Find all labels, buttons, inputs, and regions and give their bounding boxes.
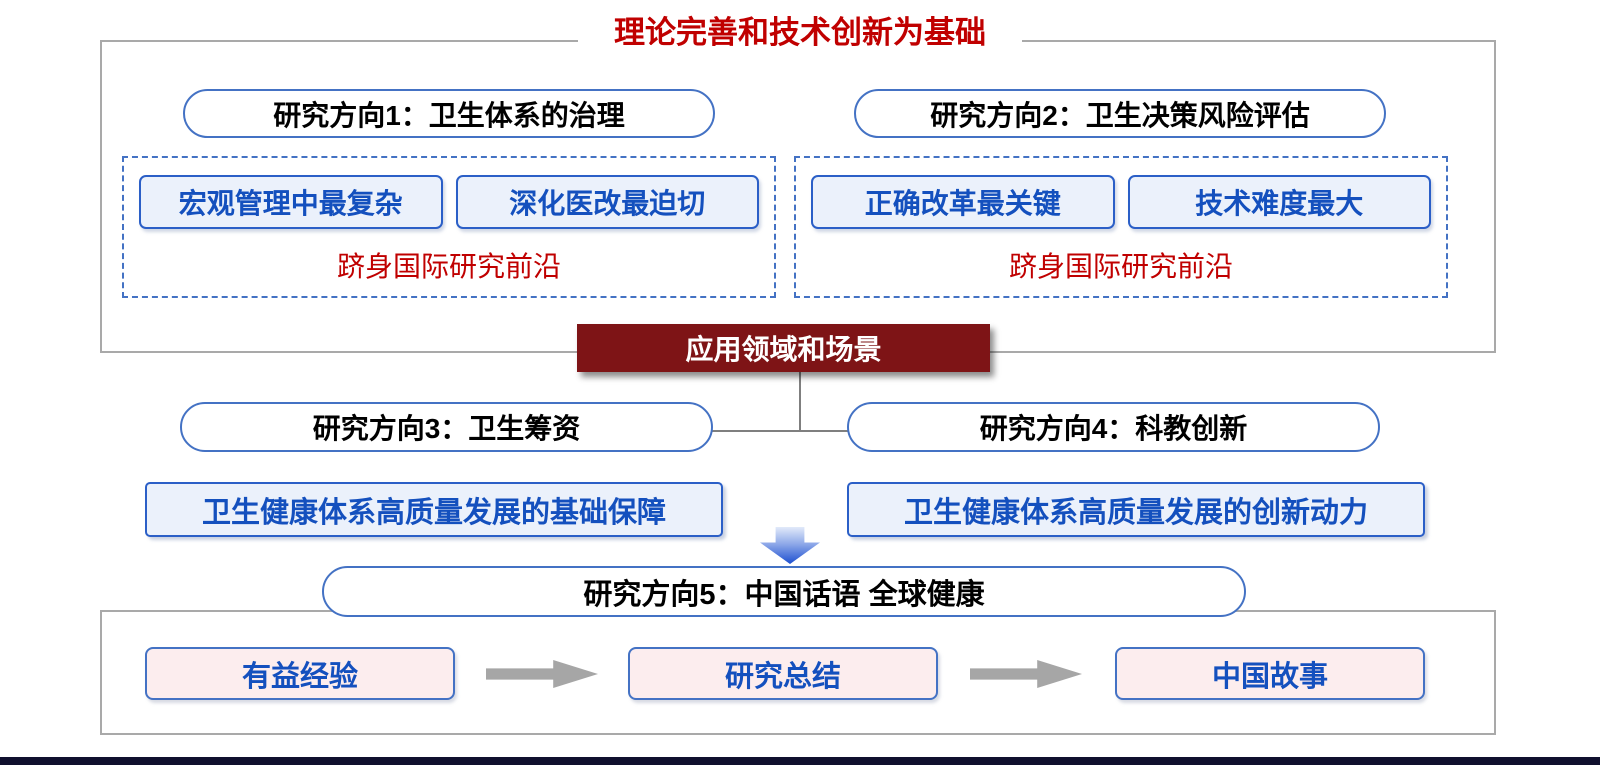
direction-4-pill: 研究方向4：科教创新: [847, 402, 1380, 452]
direction-2-frontier-note: 跻身国际研究前沿: [1008, 251, 1233, 282]
direction-1-frontier-note: 跻身国际研究前沿: [336, 251, 561, 282]
direction-1-chip-row: 宏观管理中最复杂 深化医改最迫切: [139, 175, 759, 229]
slide-bottom-bar: [0, 757, 1600, 765]
connector-horizontal-line: [700, 430, 870, 432]
direction-1-pill: 研究方向1：卫生体系的治理: [183, 89, 715, 138]
direction-3-description-box: 卫生健康体系高质量发展的基础保障: [145, 482, 723, 537]
direction-3-pill: 研究方向3：卫生筹资: [180, 402, 713, 452]
direction-5-pill: 研究方向5：中国话语 全球健康: [322, 566, 1246, 617]
direction-2-dashed-group: 正确改革最关键 技术难度最大 跻身国际研究前沿: [794, 156, 1448, 298]
direction-2-chip-row: 正确改革最关键 技术难度最大: [811, 175, 1431, 229]
flow-step-box: 研究总结: [628, 647, 938, 700]
connector-vertical-line: [799, 372, 801, 432]
direction-4-description-box: 卫生健康体系高质量发展的创新动力: [847, 482, 1425, 537]
down-arrow-icon: [760, 527, 820, 564]
flow-step-box: 有益经验: [145, 647, 455, 700]
main-title: 理论完善和技术创新为基础: [578, 14, 1022, 52]
direction-2-chip: 正确改革最关键: [811, 175, 1115, 229]
flow-step-box: 中国故事: [1115, 647, 1425, 700]
application-areas-box: 应用领域和场景: [577, 324, 990, 372]
direction-2-pill: 研究方向2：卫生决策风险评估: [854, 89, 1386, 138]
direction-1-chip: 宏观管理中最复杂: [139, 175, 443, 229]
direction-2-chip: 技术难度最大: [1127, 175, 1431, 229]
direction-1-chip: 深化医改最迫切: [455, 175, 759, 229]
direction-1-dashed-group: 宏观管理中最复杂 深化医改最迫切 跻身国际研究前沿: [122, 156, 776, 298]
